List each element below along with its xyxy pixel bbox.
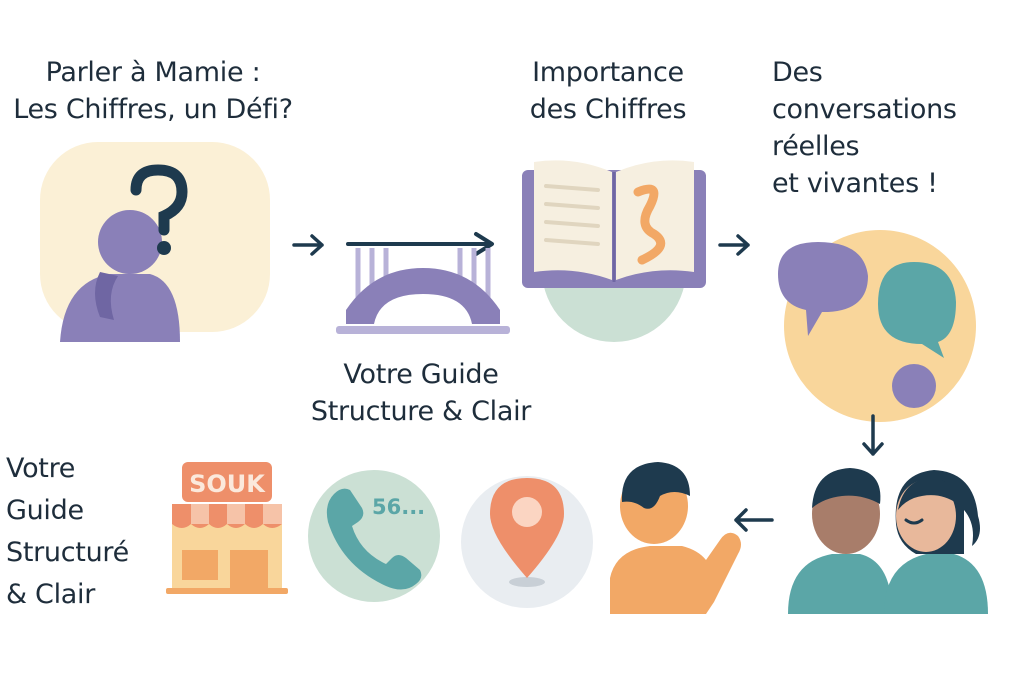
book-title: Importance des Chiffres bbox=[508, 54, 708, 128]
book-title-line-1: Importance bbox=[532, 57, 684, 88]
bridge-caption-line-1: Votre Guide bbox=[343, 359, 499, 390]
two-people-talking-icon bbox=[788, 468, 988, 614]
phone-icon: 56... bbox=[308, 470, 440, 602]
guide-title: Votre Guide Structuré & Clair bbox=[6, 448, 176, 616]
bridge-caption: Votre Guide Structure & Clair bbox=[290, 356, 552, 430]
talk-title-line-1: Parler à Mamie : bbox=[45, 57, 261, 88]
guide-title-line-3: Structuré bbox=[6, 537, 129, 568]
confused-person-icon bbox=[40, 142, 270, 342]
conversations-title: Des conversations réelles et vivantes ! bbox=[772, 54, 1012, 202]
phone-number-text: 56... bbox=[372, 495, 425, 519]
arrow-right-icon bbox=[292, 234, 324, 256]
speech-bubbles-icon bbox=[778, 230, 976, 422]
arrow-down-icon bbox=[862, 414, 884, 456]
talk-title-line-2: Les Chiffres, un Défi? bbox=[13, 94, 293, 125]
shop-icon: SOUK bbox=[166, 462, 288, 594]
map-pin-icon bbox=[461, 476, 593, 608]
waving-person-icon bbox=[610, 462, 741, 614]
book-title-line-2: des Chiffres bbox=[529, 94, 687, 125]
guide-title-line-1: Votre bbox=[6, 453, 76, 484]
bridge-caption-line-2: Structure & Clair bbox=[310, 396, 532, 427]
bridge-icon bbox=[336, 232, 510, 334]
conversations-title-line-1: Des bbox=[772, 57, 823, 88]
conversations-title-line-3: réelles bbox=[772, 131, 860, 162]
conversations-title-line-4: et vivantes ! bbox=[772, 168, 938, 199]
conversations-title-line-2: conversations bbox=[772, 94, 957, 125]
shop-sign-text: SOUK bbox=[189, 470, 266, 498]
guide-title-line-4: & Clair bbox=[6, 579, 96, 610]
arrow-left-icon bbox=[734, 508, 774, 532]
arrow-right-icon bbox=[718, 234, 750, 256]
open-book-icon bbox=[522, 160, 706, 342]
talk-title: Parler à Mamie : Les Chiffres, un Défi? bbox=[0, 54, 306, 128]
guide-title-line-2: Guide bbox=[6, 495, 84, 526]
